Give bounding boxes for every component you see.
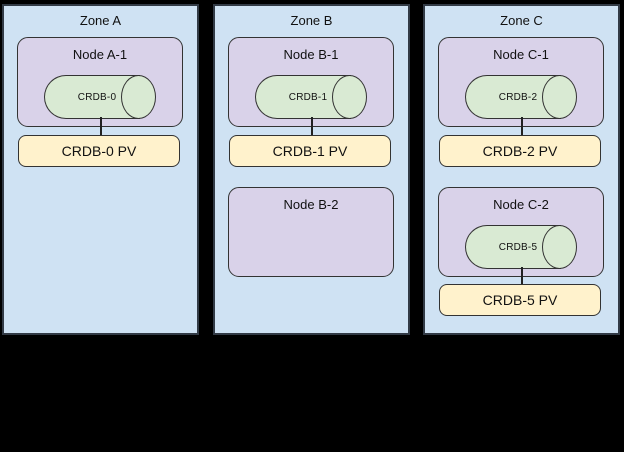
zone-a-panel: Zone A Node A-1 CRDB-0 CRDB-0 PV: [2, 4, 199, 335]
node-a1-to-pv-connector: [100, 117, 102, 137]
node-a1-box: Node A-1 CRDB-0: [17, 37, 183, 127]
crdb-0-cylinder-label: CRDB-0: [77, 91, 117, 103]
node-b1-title: Node B-1: [283, 47, 339, 62]
zone-b-panel: Zone B Node B-1 CRDB-1 CRDB-1 PV Node B-…: [213, 4, 410, 335]
node-a1-title: Node A-1: [72, 47, 128, 62]
crdb-5-pv-box: CRDB-5 PV: [439, 284, 601, 316]
node-c2-title: Node C-2: [493, 197, 549, 212]
node-c1-title: Node C-1: [493, 47, 549, 62]
node-b2-box: Node B-2: [228, 187, 394, 277]
cylinder-cap-icon: [542, 75, 577, 119]
crdb-1-cylinder-icon: CRDB-1: [255, 75, 367, 119]
crdb-2-pv-box: CRDB-2 PV: [439, 135, 601, 167]
crdb-2-cylinder-label: CRDB-2: [498, 91, 538, 103]
crdb-1-pv-box: CRDB-1 PV: [229, 135, 391, 167]
zone-b-title: Zone B: [290, 13, 333, 28]
crdb-5-cylinder-label: CRDB-5: [498, 241, 538, 253]
zone-c-panel: Zone C Node C-1 CRDB-2 CRDB-2 PV Node C-…: [423, 4, 620, 335]
crdb-0-cylinder-icon: CRDB-0: [44, 75, 156, 119]
node-b1-box: Node B-1 CRDB-1: [228, 37, 394, 127]
node-c2-to-pv-connector: [521, 267, 523, 286]
node-c1-to-pv-connector: [521, 117, 523, 137]
crdb-5-cylinder-icon: CRDB-5: [465, 225, 577, 269]
crdb-0-pv-box: CRDB-0 PV: [18, 135, 180, 167]
zone-a-title: Zone A: [79, 13, 122, 28]
crdb-2-cylinder-icon: CRDB-2: [465, 75, 577, 119]
crdb-1-cylinder-label: CRDB-1: [288, 91, 328, 103]
node-c2-box: Node C-2 CRDB-5: [438, 187, 604, 277]
cylinder-cap-icon: [542, 225, 577, 269]
node-b1-to-pv-connector: [311, 117, 313, 137]
cylinder-cap-icon: [121, 75, 156, 119]
node-c1-box: Node C-1 CRDB-2: [438, 37, 604, 127]
zone-c-title: Zone C: [500, 13, 543, 28]
cylinder-cap-icon: [332, 75, 367, 119]
node-b2-title: Node B-2: [283, 197, 339, 212]
